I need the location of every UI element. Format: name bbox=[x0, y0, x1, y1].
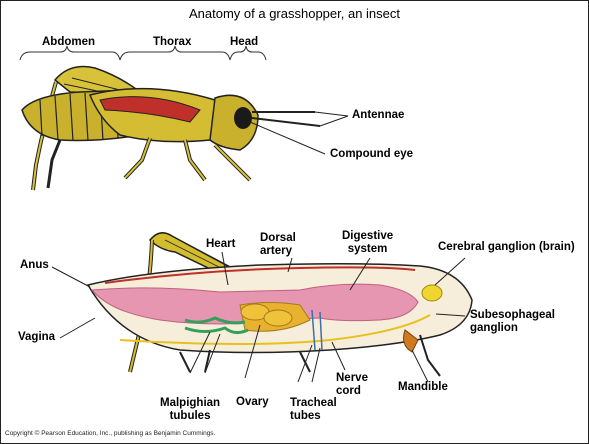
label-antennae: Antennae bbox=[352, 109, 404, 122]
label-thorax: Thorax bbox=[153, 36, 191, 49]
anus-pointer bbox=[52, 267, 90, 287]
label-heart: Heart bbox=[206, 238, 235, 251]
copyright-notice: Copyright © Pearson Education, Inc., pub… bbox=[5, 430, 215, 437]
label-ovary: Ovary bbox=[236, 396, 269, 409]
compound-eye-pointer bbox=[250, 122, 325, 154]
label-nerve-cord: Nerve cord bbox=[336, 372, 368, 398]
label-subesophageal-ganglion: Subesophageal ganglion bbox=[470, 309, 555, 335]
label-anus: Anus bbox=[20, 259, 49, 272]
label-abdomen: Abdomen bbox=[42, 36, 95, 49]
label-dorsal-artery: Dorsal artery bbox=[260, 232, 296, 258]
label-head: Head bbox=[230, 36, 258, 49]
label-digestive-system: Digestive system bbox=[342, 230, 393, 256]
label-cerebral-ganglion: Cerebral ganglion (brain) bbox=[438, 241, 575, 254]
label-tracheal-tubes: Tracheal tubes bbox=[290, 397, 337, 423]
label-malpighian-tubules: Malpighian tubules bbox=[160, 397, 220, 423]
antennae-pointer bbox=[315, 112, 348, 126]
vagina-pointer bbox=[60, 318, 95, 338]
external-grasshopper bbox=[22, 67, 320, 191]
label-compound-eye: Compound eye bbox=[330, 148, 413, 161]
label-mandible: Mandible bbox=[398, 381, 448, 394]
label-vagina: Vagina bbox=[18, 331, 55, 344]
